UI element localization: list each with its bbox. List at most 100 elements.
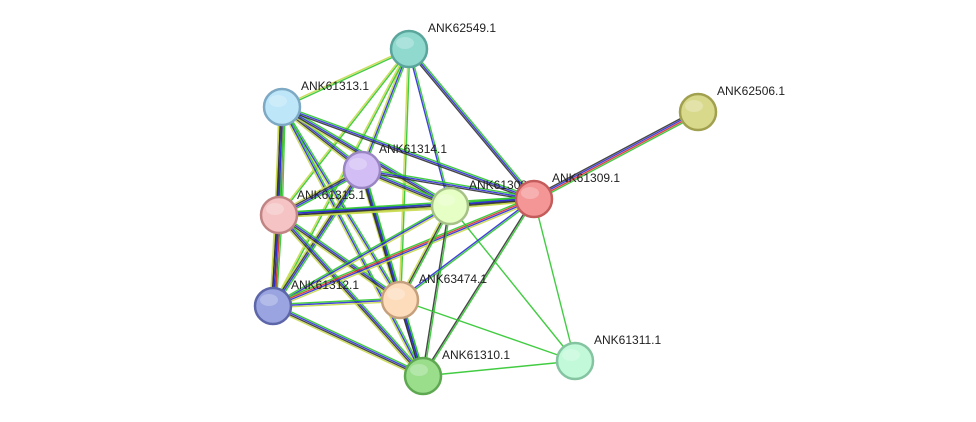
edge-evidence-line [279,214,425,376]
edge-evidence-line [279,199,535,217]
node-label: ANK61314.1 [379,142,447,156]
node-circle[interactable] [555,341,595,381]
node-label: ANK61313.1 [301,79,369,93]
edge-ANK61314.1-ANK61312.1 [270,168,365,308]
edge-evidence-line [279,213,401,300]
edge-evidence-line [361,169,535,200]
node-ANK61314.1[interactable]: ANK61314.1 [342,142,447,190]
edge-evidence-line [533,110,698,199]
node-highlight [396,37,414,49]
edge-evidence-line [273,170,364,307]
node-ANK61309.1[interactable]: ANK61309.1 [514,171,620,219]
edge-evidence-line [281,107,534,202]
edge-ANK61309.1-ANK61310.1 [421,198,536,377]
edge-evidence-line [272,297,400,306]
node-label: ANK63474.1 [419,272,487,286]
edge-ANK62549.1-ANK61309.1 [407,47,536,201]
edge-evidence-line [423,199,536,377]
edge-evidence-line [361,170,534,202]
node-circle[interactable] [514,179,554,219]
node-circle[interactable] [403,356,443,396]
node-highlight [437,194,455,206]
edge-evidence-line [272,197,534,306]
edge-layer [269,47,700,379]
edge-ANK61315.1-ANK61309.1 [278,195,535,219]
edge-ANK63474.1-ANK61311.1 [399,299,576,362]
edge-ANK61315.1-ANK61310.1 [276,212,426,379]
edge-evidence-line [279,49,411,216]
node-circle[interactable] [380,280,420,320]
edge-ANK62549.1-ANK63474.1 [398,48,411,301]
edge-evidence-line [277,216,400,303]
edge-evidence-line [271,203,450,306]
edge-evidence-line [279,107,423,378]
edge-evidence-line [407,49,534,201]
edge-evidence-line [273,200,536,309]
edge-evidence-line [272,299,401,307]
edge-ANK61315.1-ANK63474.1 [277,212,402,303]
node-ANK61311.1[interactable]: ANK61311.1 [555,333,661,381]
node-ANK61315.1[interactable]: ANK61315.1 [259,188,365,235]
edge-ANK61309.1-ANK63474.1 [399,197,535,302]
edge-evidence-line [532,109,698,198]
node-label: ANK62506.1 [717,84,785,98]
node-ANK63474.1[interactable]: ANK63474.1 [380,272,487,320]
edge-evidence-line [422,360,576,377]
node-circle[interactable] [262,87,302,127]
node-ANK62549.1[interactable]: ANK62549.1 [389,21,496,69]
edge-evidence-line [362,49,412,171]
edge-ANK61312.1-ANK61309.1 [271,196,536,309]
edge-evidence-line [399,299,576,362]
edge-ANK61314.1-ANK61309.1 [361,167,535,202]
node-circle[interactable] [389,29,429,69]
edge-evidence-line [421,198,534,376]
edge-evidence-line [421,205,450,376]
node-highlight [685,100,703,112]
edge-evidence-line [409,48,452,206]
node-ANK62506.1[interactable]: ANK62506.1 [678,84,785,132]
edge-evidence-line [277,215,423,377]
node-circle[interactable] [253,286,293,326]
node-highlight [269,95,287,107]
node-highlight [266,203,284,215]
edge-ANK61312.1-ANK63474.1 [272,297,401,309]
edge-evidence-line [271,196,534,305]
node-highlight [387,288,405,300]
edge-evidence-line [279,212,402,299]
edge-evidence-line [409,47,536,199]
node-label: ANK62549.1 [428,21,496,35]
edge-ANK61313.1-ANK61310.1 [279,105,426,378]
edge-evidence-line [423,206,452,377]
node-circle[interactable] [430,186,470,226]
edge-evidence-line [270,168,361,306]
node-circle[interactable] [678,92,718,132]
node-circle[interactable] [342,150,382,190]
edge-evidence-line [400,199,535,302]
edge-ANK61312.1-ANK61310.1 [271,303,425,379]
edge-ANK61309.1-ANK61311.1 [533,198,576,362]
edge-evidence-line [282,104,535,199]
edge-evidence-line [280,107,400,302]
node-circle[interactable] [259,195,299,235]
edge-ANK61308.1-ANK61310.1 [421,205,452,377]
edge-evidence-line [533,198,576,362]
node-ANK61312.1[interactable]: ANK61312.1 [253,278,359,326]
edge-evidence-line [271,48,409,306]
edge-ANK62549.1-ANK61313.1 [281,47,410,109]
node-highlight [410,364,428,376]
edge-evidence-line [362,167,535,199]
edge-ANK61310.1-ANK61311.1 [422,360,576,377]
edge-evidence-line [273,199,535,308]
node-label: ANK61312.1 [291,278,359,292]
node-highlight [260,294,278,306]
edge-evidence-line [280,212,426,375]
node-ANK61310.1[interactable]: ANK61310.1 [403,348,510,396]
edge-evidence-line [276,216,422,379]
node-ANK61313.1[interactable]: ANK61313.1 [262,79,369,127]
edge-evidence-line [271,307,423,379]
edge-evidence-line [273,300,401,309]
edge-evidence-line [272,205,451,307]
edge-ANK61313.1-ANK61309.1 [281,104,535,202]
edge-evidence-line [361,48,410,171]
